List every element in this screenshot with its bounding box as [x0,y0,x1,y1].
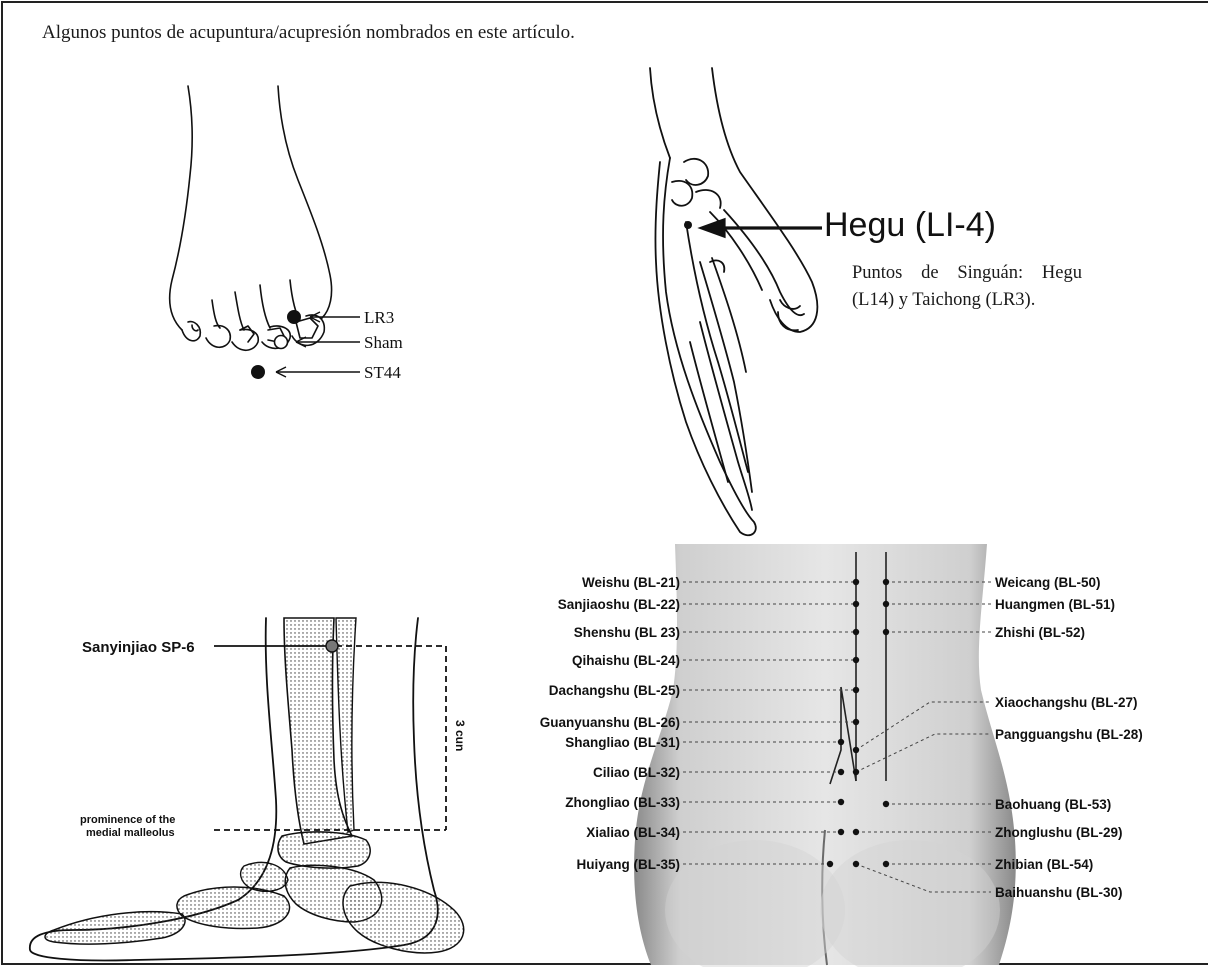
zhongliao-label: Zhongliao (BL-33) [565,795,680,810]
st44-point [251,365,265,379]
zhibian-label: Zhibian (BL-54) [995,857,1093,872]
st44-label: ST44 [364,363,401,382]
lr3-point [287,310,301,324]
sham-point [275,336,288,349]
lr3-label: LR3 [364,308,394,327]
figure-caption: Algunos puntos de acupuntura/acupresión … [42,22,575,44]
ankle-diagram: Sanyinjiao SP-6 prominence of the medial… [14,600,494,965]
zhishi-label: Zhishi (BL-52) [995,625,1085,640]
hegu-point [684,221,692,229]
lower-back-diagram: Weishu (BL-21) Sanjiaoshu (BL-22) Shensh… [505,540,1211,965]
hegu-label: Hegu (LI-4) [824,206,996,245]
hegu-arrowhead [702,220,724,236]
malleolus-label-line2: medial malleolus [86,827,175,839]
ciliao-label: Ciliao (BL-32) [593,765,680,780]
sham-label: Sham [364,333,403,352]
huiyang-label: Huiyang (BL-35) [576,857,680,872]
xialiao-label: Xialiao (BL-34) [586,825,680,840]
pangguangshu-label: Pangguangshu (BL-28) [995,727,1143,742]
dachangshu-label: Dachangshu (BL-25) [549,683,680,698]
zhonglushu-label: Zhonglushu (BL-29) [995,825,1122,840]
huangmen-label: Huangmen (BL-51) [995,597,1115,612]
weishu-label: Weishu (BL-21) [582,575,680,590]
xiaochangshu-label: Xiaochangshu (BL-27) [995,695,1138,710]
hand-diagram [600,62,860,542]
weicang-label: Weicang (BL-50) [995,575,1101,590]
malleolus-label-line1: prominence of the [80,814,175,826]
cun-distance-label: 3 cun [453,720,467,751]
shenshu-label: Shenshu (BL 23) [574,625,680,640]
baihuanshu-label: Baihuanshu (BL-30) [995,885,1123,900]
sanjiaoshu-label: Sanjiaoshu (BL-22) [558,597,680,612]
foot-point-markers: LR3 Sham ST44 [240,300,470,450]
baohuang-label: Baohuang (BL-53) [995,797,1111,812]
qihaishu-label: Qihaishu (BL-24) [572,653,680,668]
guanyuanshu-label: Guanyuanshu (BL-26) [540,715,680,730]
sp6-label: Sanyinjiao SP-6 [82,639,195,656]
shangliao-label: Shangliao (BL-31) [565,735,680,750]
hand-note: Puntos de Singuán: Hegu (L14) y Taichong… [852,260,1082,314]
sp6-point [326,640,338,652]
